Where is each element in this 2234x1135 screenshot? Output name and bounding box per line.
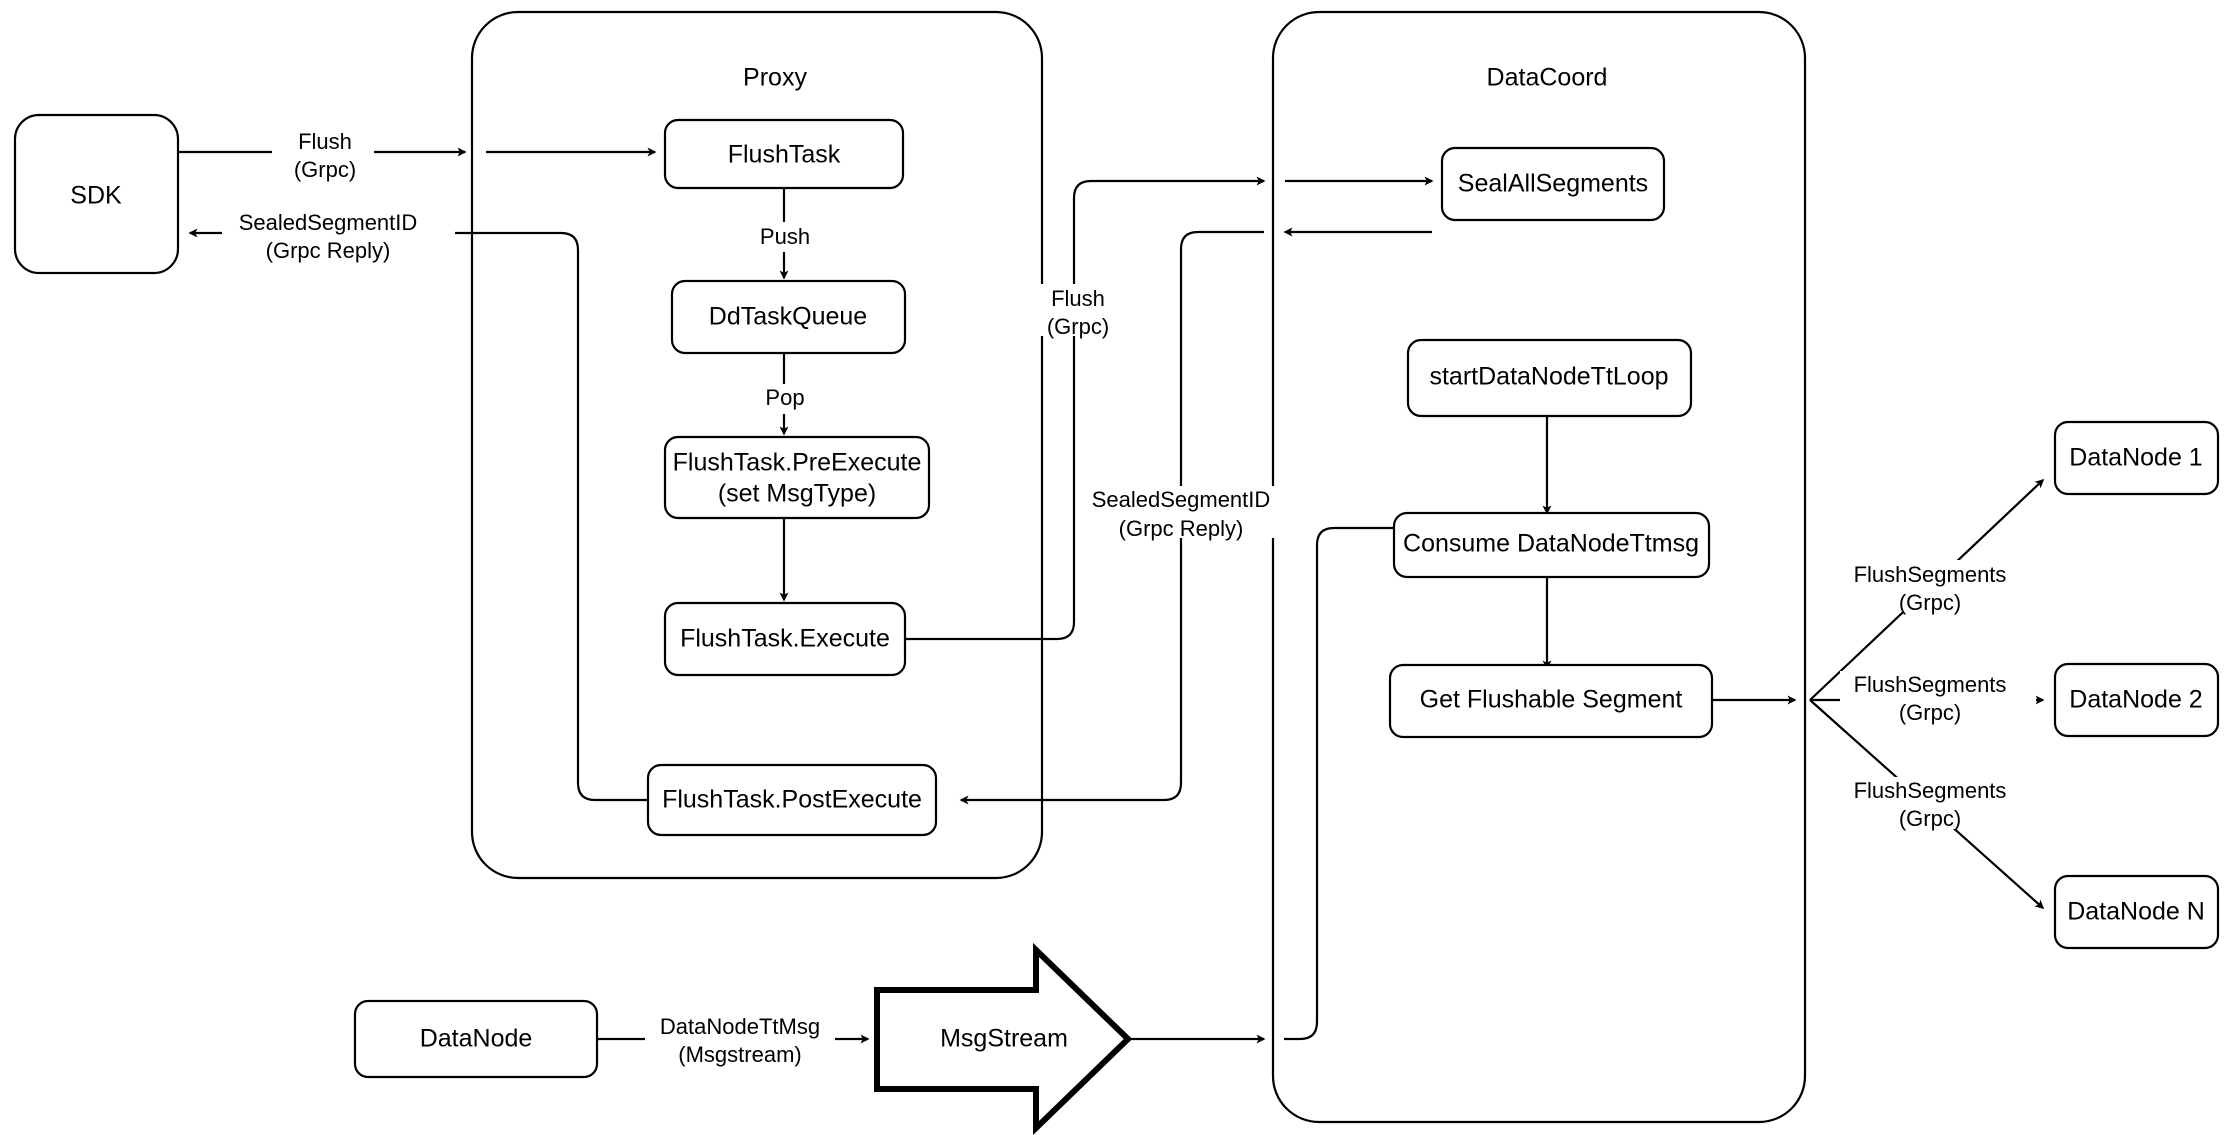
coord-flush-label-line2: (Grpc)	[1047, 314, 1109, 339]
datanode-source-label: DataNode	[420, 1025, 533, 1053]
node-execute[interactable]: FlushTask.Execute	[663, 601, 907, 677]
edge-label-proxy-to-coord: Flush (Grpc)	[1030, 284, 1122, 339]
coord-reply-label-line2: (Grpc Reply)	[1119, 516, 1244, 541]
datanode-1-label: DataNode 1	[2069, 444, 2202, 472]
execute-box[interactable]	[663, 601, 907, 677]
flush-grpc-label-line2: (Grpc)	[294, 157, 356, 182]
consume-datanodettmsg-box[interactable]	[1392, 511, 1711, 579]
flushsegments-1-label-line2: (Grpc)	[1899, 590, 1961, 615]
preexecute-box[interactable]	[663, 435, 931, 520]
sdk-label: SDK	[70, 182, 122, 210]
datanode-ttmsg-label-line1: DataNodeTtMsg	[660, 1014, 820, 1039]
startdatanodettloop-box[interactable]	[1406, 338, 1693, 418]
sealedsegmentid-reply-label-line1: SealedSegmentID	[239, 210, 418, 235]
edge-label-push: Push	[748, 222, 820, 252]
flush-grpc-label-line1: Flush	[298, 129, 352, 154]
flushsegments-n-label-line2: (Grpc)	[1899, 806, 1961, 831]
preexecute-label-line1: FlushTask.PreExecute	[673, 449, 922, 477]
datacoord-container	[1271, 10, 1807, 1124]
edge-postexecute-to-sdk-reply	[455, 231, 648, 802]
proxy-title: Proxy	[743, 64, 807, 92]
getflushablesegment-label: Get Flushable Segment	[1420, 686, 1683, 714]
datanode-2-box[interactable]	[2053, 662, 2220, 738]
edge-label-flushsegments-1: FlushSegments (Grpc)	[1840, 560, 2036, 615]
getflushablesegment-box[interactable]	[1388, 663, 1714, 739]
flushsegments-2-label-line1: FlushSegments	[1854, 672, 2007, 697]
datanode-source-box[interactable]	[353, 999, 599, 1079]
node-datanode-1[interactable]: DataNode 1	[2053, 420, 2220, 496]
node-datanode-source[interactable]: DataNode	[353, 999, 599, 1079]
sealedsegmentid-reply-label-line2: (Grpc Reply)	[266, 238, 391, 263]
node-preexecute[interactable]: FlushTask.PreExecute (set MsgType)	[663, 435, 931, 520]
edge-label-coord-to-proxy: SealedSegmentID (Grpc Reply)	[1085, 486, 1277, 541]
startdatanodettloop-label: startDataNodeTtLoop	[1429, 363, 1668, 391]
edge-label-proxy-to-sdk: SealedSegmentID (Grpc Reply)	[222, 209, 450, 263]
coord-flush-label-line1: Flush	[1051, 286, 1105, 311]
coord-reply-label-line1: SealedSegmentID	[1092, 487, 1271, 512]
node-postexecute[interactable]: FlushTask.PostExecute	[646, 763, 938, 837]
node-msgstream[interactable]: MsgStream	[874, 942, 1133, 1135]
node-ddtaskqueue[interactable]: DdTaskQueue	[670, 279, 907, 355]
proxy-container	[470, 10, 1044, 880]
datanode-2-label: DataNode 2	[2069, 686, 2202, 714]
preexecute-label-line2: (set MsgType)	[718, 480, 876, 508]
sealallsegments-label: SealAllSegments	[1458, 170, 1648, 198]
edge-label-flushsegments-n: FlushSegments (Grpc)	[1840, 777, 2036, 831]
consume-datanodettmsg-label: Consume DataNodeTtmsg	[1403, 530, 1699, 558]
datanode-n-box[interactable]	[2053, 874, 2220, 950]
msgstream-arrow-shape[interactable]	[874, 942, 1133, 1135]
sdk-box[interactable]	[13, 113, 180, 275]
group-datacoord: DataCoord	[1271, 10, 1807, 1124]
pop-label: Pop	[765, 385, 804, 410]
node-sealallsegments[interactable]: SealAllSegments	[1440, 146, 1666, 222]
postexecute-box[interactable]	[646, 763, 938, 837]
node-datanode-n[interactable]: DataNode N	[2053, 874, 2220, 950]
edge-datacoord-boundary-to-consume	[1284, 523, 1426, 1041]
flushtask-box[interactable]	[663, 118, 905, 190]
datanode-n-label: DataNode N	[2067, 898, 2205, 926]
edge-label-datanode-ttmsg: DataNodeTtMsg (Msgstream)	[645, 1013, 835, 1067]
flushsegments-1-label-line1: FlushSegments	[1854, 562, 2007, 587]
ddtaskqueue-box[interactable]	[670, 279, 907, 355]
flushtask-label: FlushTask	[728, 141, 841, 169]
edge-execute-to-datacoord-flush	[905, 176, 1266, 641]
edge-label-pop: Pop	[752, 384, 816, 414]
postexecute-label: FlushTask.PostExecute	[662, 786, 922, 814]
ddtaskqueue-label: DdTaskQueue	[709, 303, 867, 331]
execute-label: FlushTask.Execute	[680, 625, 890, 653]
datanode-ttmsg-label-line2: (Msgstream)	[678, 1042, 801, 1067]
edge-label-sdk-to-proxy: Flush (Grpc)	[272, 128, 374, 182]
edge-label-flushsegments-2: FlushSegments (Grpc)	[1840, 671, 2036, 725]
node-consume-datanodettmsg[interactable]: Consume DataNodeTtmsg	[1392, 511, 1711, 579]
flushsegments-2-label-line2: (Grpc)	[1899, 700, 1961, 725]
node-flushtask[interactable]: FlushTask	[663, 118, 905, 190]
datacoord-title: DataCoord	[1487, 64, 1608, 92]
node-getflushablesegment[interactable]: Get Flushable Segment	[1388, 663, 1714, 739]
flushsegments-n-label-line1: FlushSegments	[1854, 778, 2007, 803]
sealallsegments-box[interactable]	[1440, 146, 1666, 222]
node-datanode-2[interactable]: DataNode 2	[2053, 662, 2220, 738]
group-proxy: Proxy	[470, 10, 1044, 880]
datanode-1-box[interactable]	[2053, 420, 2220, 496]
push-label: Push	[760, 224, 810, 249]
msgstream-label: MsgStream	[940, 1025, 1068, 1053]
node-sdk[interactable]: SDK	[13, 113, 180, 275]
node-startdatanodettloop[interactable]: startDataNodeTtLoop	[1406, 338, 1693, 418]
